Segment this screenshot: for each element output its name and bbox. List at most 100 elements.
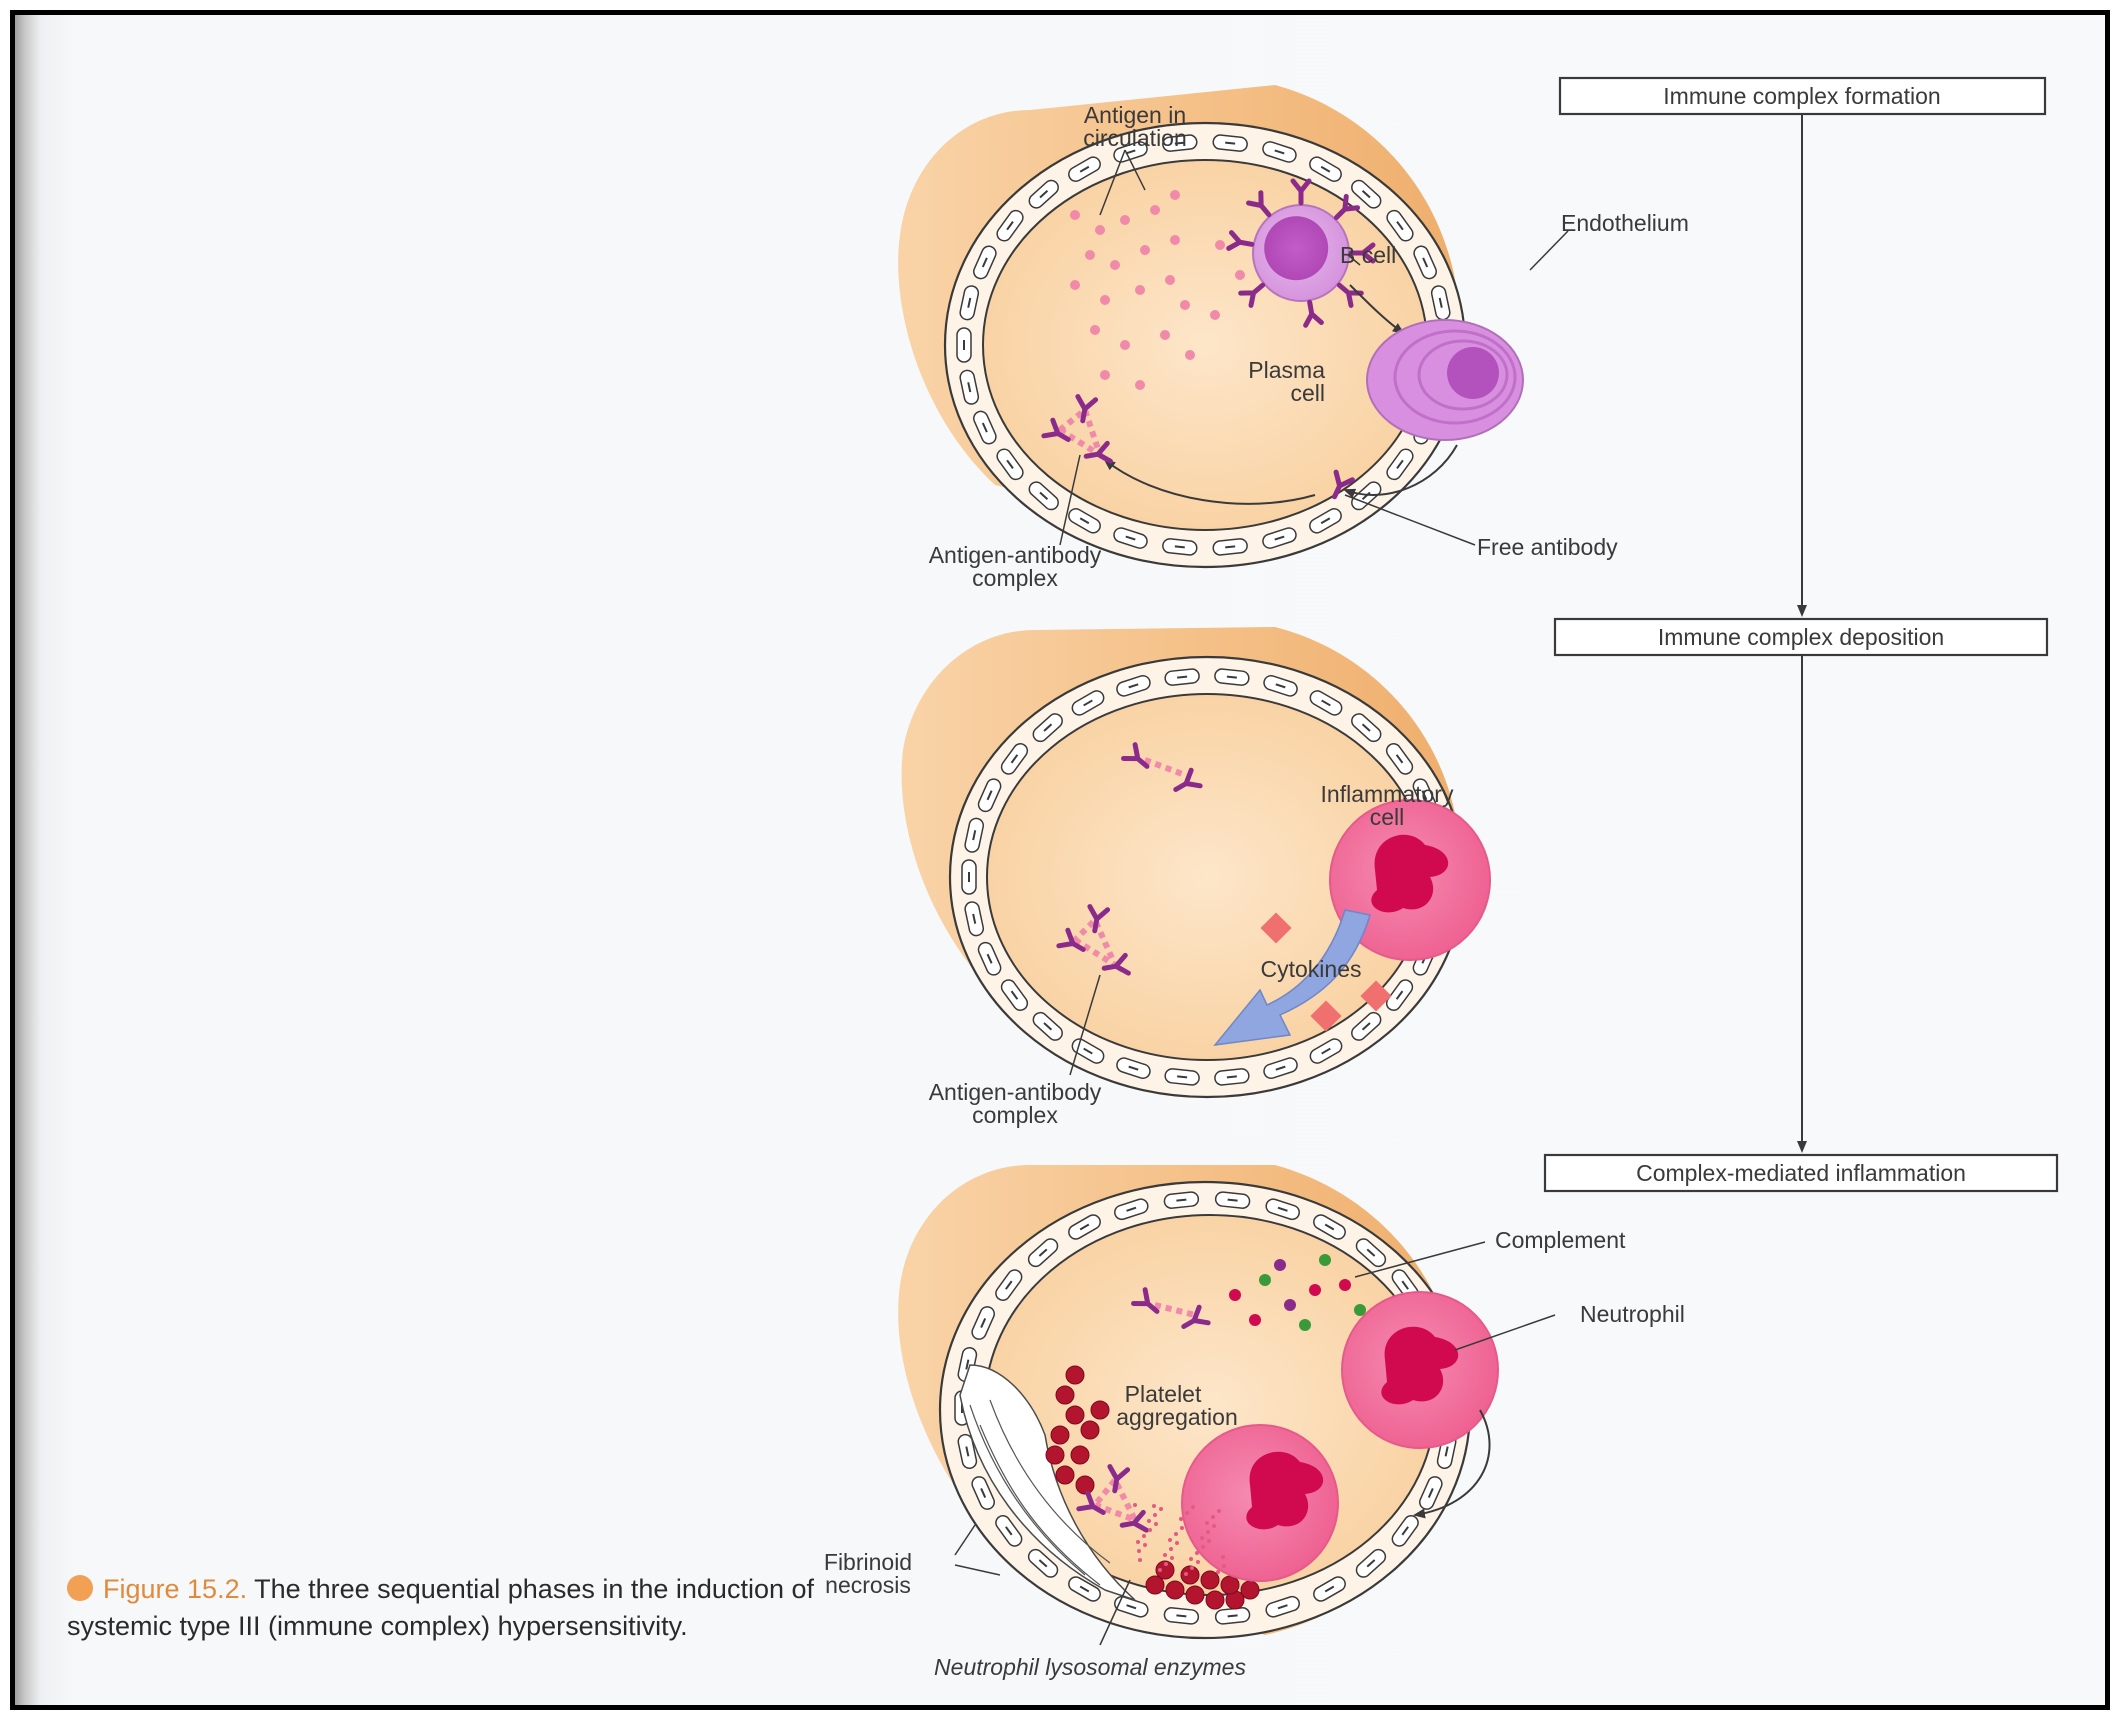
antigen-dot (1180, 300, 1190, 310)
complement-particle (1309, 1284, 1321, 1296)
enzyme-speck (1154, 1522, 1158, 1526)
platelet (1205, 1590, 1225, 1610)
enzyme-speck (1143, 1543, 1147, 1547)
deposited-complex-top (1124, 745, 1201, 798)
flow-label-deposition: Immune complex deposition (1658, 624, 1944, 650)
enzyme-speck (1184, 1572, 1188, 1576)
endothelial-cell (971, 1476, 995, 1510)
enzyme-speck (1153, 1513, 1157, 1517)
cytokine-arrow (1213, 909, 1371, 1046)
antigen-dot (1215, 240, 1225, 250)
endothelial-cell (956, 327, 972, 363)
panel-inflammation: Complement Neutrophil Platelet aggregati… (824, 1165, 1685, 1680)
complement-particle (1319, 1254, 1331, 1266)
complex-3-bottom (1079, 1467, 1147, 1535)
endothelial-cell (971, 1306, 995, 1340)
enzyme-speck (1205, 1521, 1209, 1525)
enzyme-speck (1211, 1515, 1215, 1519)
endothelial-cell (1114, 1198, 1149, 1221)
antigen-dot (1095, 225, 1105, 235)
antigen-dot (1210, 310, 1220, 320)
panel2-leaders (1069, 974, 1101, 1076)
endothelial-cell (1068, 156, 1101, 182)
endothelial-cell (1262, 141, 1297, 163)
endothelial-cell (1068, 508, 1101, 534)
endothelial-cell (964, 817, 985, 853)
label-free-antibody: Free antibody (1477, 534, 1618, 560)
endothelial-cell (1071, 690, 1105, 716)
deposited-complex-bottom (1059, 907, 1129, 978)
antigen-dot (1070, 280, 1080, 290)
antigen-dot (1150, 205, 1160, 215)
plasma-to-complex-arrow (1343, 444, 1458, 499)
enzyme-speck (1158, 1568, 1162, 1572)
antigen-dot (1090, 325, 1100, 335)
label-cytokines: Cytokines (1261, 956, 1362, 982)
complex-3-top (1134, 1290, 1209, 1335)
complement-particle (1229, 1289, 1241, 1301)
endothelial-cell (996, 209, 1024, 242)
enzyme-speck (1207, 1539, 1211, 1543)
endothelial-cell (977, 941, 1002, 976)
enzyme-speck (1191, 1505, 1195, 1509)
platelet (1145, 1575, 1165, 1595)
endothelial-cell (1214, 1191, 1251, 1209)
label-inflammatory-1: Inflammatory (1321, 781, 1454, 807)
endothelial-cell (1116, 674, 1151, 697)
endothelial-cell (1355, 1548, 1387, 1578)
panel1-leaders (1059, 149, 1569, 546)
label-neutrophil: Neutrophil (1580, 1301, 1685, 1327)
immune-complex-diagram: Immune complex formation Immune complex … (824, 76, 2059, 1680)
label-endothelium: Endothelium (1561, 210, 1689, 236)
complement-particle (1299, 1319, 1311, 1331)
label-lysosomal: Neutrophil lysosomal enzymes (934, 1654, 1246, 1680)
flow-chart: Immune complex formation Immune complex … (1543, 76, 2059, 1193)
enzyme-speck (1196, 1560, 1200, 1564)
membrane-antibody (1290, 178, 1312, 206)
platelet (1200, 1570, 1220, 1590)
endothelial-cell (1027, 1548, 1059, 1578)
endothelial-cell (1163, 1607, 1200, 1625)
antigen-dot (1170, 235, 1180, 245)
enzyme-speck (1142, 1534, 1146, 1538)
antigen-dot (1120, 340, 1130, 350)
endothelial-cell (1068, 1576, 1101, 1602)
enzyme-speck (1147, 1519, 1151, 1523)
enzyme-speck (1200, 1536, 1204, 1540)
label-platelet-1: Platelet (1125, 1381, 1202, 1407)
panel3-leaders (954, 1241, 1556, 1646)
enzyme-speck (1195, 1551, 1199, 1555)
figure-caption: Figure 15.2. The three sequential phases… (67, 1571, 827, 1645)
endothelial-cell (1164, 1068, 1200, 1086)
antigen-dot (1165, 275, 1175, 285)
antigen-dot (1100, 295, 1110, 305)
enzyme-speck (1152, 1504, 1156, 1508)
enzyme-speck (1201, 1545, 1205, 1549)
antigen-dot (1110, 260, 1120, 270)
antigen-dot (1235, 270, 1245, 280)
platelet (1065, 1365, 1085, 1385)
complement-particle (1259, 1274, 1271, 1286)
platelet (1240, 1580, 1260, 1600)
endothelium-cells-2 (961, 668, 1453, 1086)
endothelial-cell (1027, 1238, 1059, 1268)
endothelial-cell (1309, 508, 1342, 534)
endothelial-cell (1385, 979, 1414, 1011)
endothelial-cell (1000, 979, 1029, 1011)
enzyme-speck (1222, 1564, 1226, 1568)
enzyme-speck (1216, 1570, 1220, 1574)
platelet (1090, 1400, 1110, 1420)
platelet (1155, 1560, 1175, 1580)
platelet (1220, 1575, 1240, 1595)
caption-text: The three sequential phases in the induc… (67, 1574, 814, 1641)
antigen-dot (1140, 245, 1150, 255)
label-complex-2b: complex (972, 1102, 1058, 1128)
endothelial-cell (964, 901, 985, 937)
flow-box-inflammation (1543, 1153, 2059, 1193)
complement-particle (1249, 1314, 1261, 1326)
platelet (1055, 1385, 1075, 1405)
label-fibrinoid-2: necrosis (825, 1572, 911, 1598)
platelet (1065, 1405, 1085, 1425)
endothelial-cell (1000, 743, 1029, 775)
flow-label-formation: Immune complex formation (1663, 83, 1940, 109)
